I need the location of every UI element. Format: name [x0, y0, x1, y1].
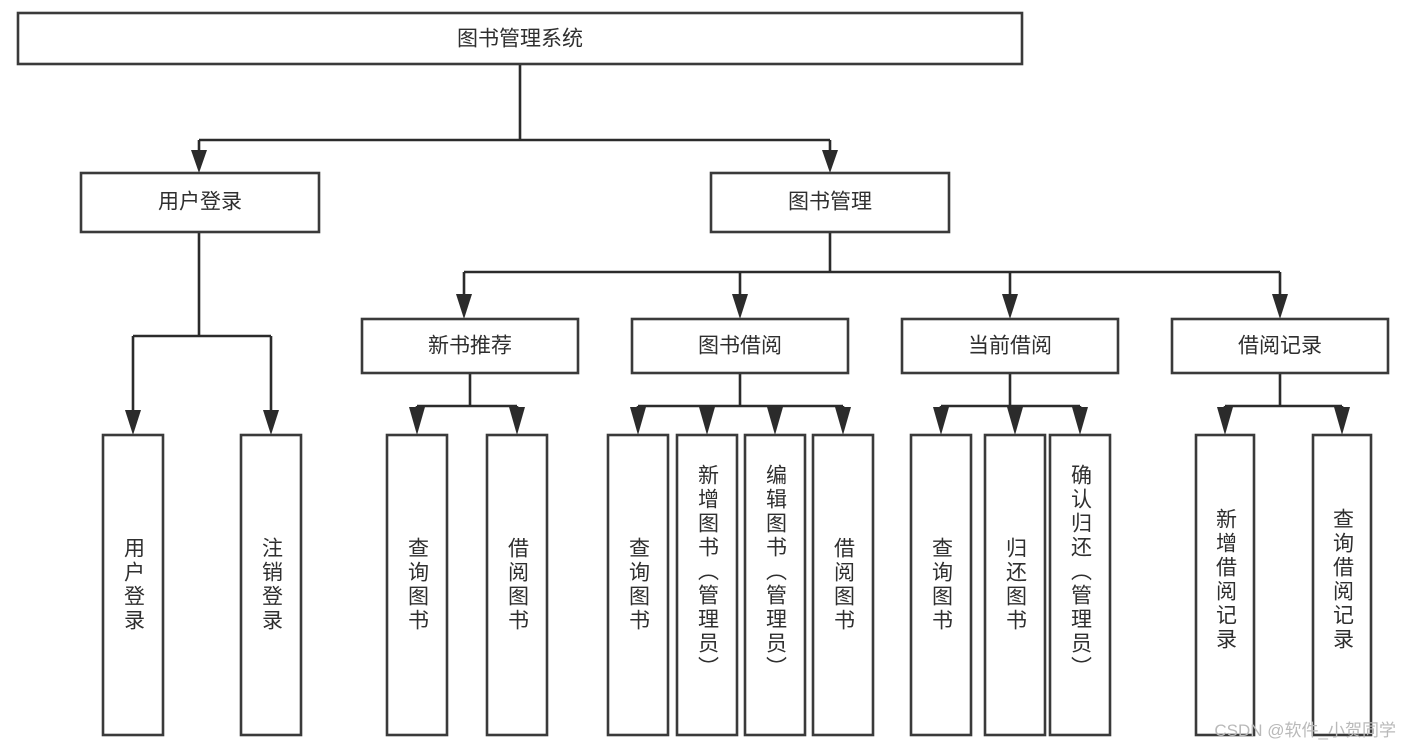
node-leaf-borrow-book-recommend-box[interactable]	[485, 433, 549, 737]
node-leaf-borrow-book-label: 借阅图书	[832, 537, 856, 633]
node-current-borrow[interactable]: 当前借阅	[900, 317, 1120, 375]
node-book-borrow[interactable]: 图书借阅	[630, 317, 850, 375]
arrow-head-current-borrow	[1002, 294, 1018, 319]
node-leaf-query-book-current[interactable]: 查询图书	[909, 433, 973, 737]
node-leaf-user-login-label: 用户登录	[122, 537, 146, 633]
arrow-head-leaf-borrow-book	[835, 407, 851, 435]
arrow-head-leaf-query-book-borrow	[630, 407, 646, 435]
connector-layer	[125, 64, 1350, 435]
node-leaf-borrow-book-box[interactable]	[811, 433, 875, 737]
node-leaf-query-borrow-record-label: 查询借阅记录	[1331, 508, 1355, 652]
node-leaf-query-book-borrow-box[interactable]	[606, 433, 670, 737]
node-leaf-query-book-recommend[interactable]: 查询图书	[385, 433, 449, 737]
node-leaf-add-book[interactable]: 新增图书（管理员）	[675, 433, 739, 737]
node-new-book-recommend-label: 新书推荐	[428, 335, 512, 358]
node-root-box[interactable]	[16, 11, 1024, 66]
node-leaf-return-book[interactable]: 归还图书	[983, 433, 1047, 737]
node-root-label: 图书管理系统	[457, 28, 583, 51]
node-leaf-edit-book[interactable]: 编辑图书（管理员）	[743, 433, 807, 737]
node-leaf-confirm-return-box[interactable]	[1048, 433, 1112, 737]
arrow-head-leaf-edit-book	[767, 407, 783, 435]
node-leaf-user-login-box[interactable]	[101, 433, 165, 737]
node-leaf-add-borrow-record[interactable]: 新增借阅记录	[1194, 433, 1256, 737]
arrow-head-leaf-user-login	[125, 410, 141, 435]
node-leaf-query-borrow-record-box[interactable]	[1311, 433, 1373, 737]
node-book-management-label: 图书管理	[788, 191, 872, 214]
arrow-head-leaf-return-book	[1007, 407, 1023, 435]
node-leaf-confirm-return[interactable]: 确认归还（管理员）	[1048, 433, 1112, 737]
node-book-borrow-label: 图书借阅	[698, 335, 782, 358]
node-leaf-query-borrow-record[interactable]: 查询借阅记录	[1311, 433, 1373, 737]
csdn-watermark: CSDN @软件_小贺同学	[1214, 721, 1396, 740]
node-leaf-add-borrow-record-label: 新增借阅记录	[1214, 508, 1238, 652]
node-leaf-query-book-current-box[interactable]	[909, 433, 973, 737]
arrow-head-user-login	[191, 150, 207, 173]
node-leaf-query-book-recommend-label: 查询图书	[406, 537, 430, 633]
node-new-book-recommend-box[interactable]	[360, 317, 580, 375]
node-leaf-confirm-return-label: 确认归还（管理员）	[1069, 464, 1093, 680]
arrow-head-leaf-query-borrow-record	[1334, 407, 1350, 435]
node-leaf-add-book-label: 新增图书（管理员）	[696, 464, 720, 680]
node-root[interactable]: 图书管理系统	[16, 11, 1024, 66]
node-leaf-query-book-recommend-box[interactable]	[385, 433, 449, 737]
node-leaf-borrow-book[interactable]: 借阅图书	[811, 433, 875, 737]
node-leaf-return-book-box[interactable]	[983, 433, 1047, 737]
arrow-head-leaf-query-book-current	[933, 407, 949, 435]
arrow-head-leaf-borrow-book-recommend	[509, 407, 525, 435]
node-new-book-recommend[interactable]: 新书推荐	[360, 317, 580, 375]
node-book-management-box[interactable]	[709, 171, 951, 234]
node-leaf-query-book-borrow[interactable]: 查询图书	[606, 433, 670, 737]
node-leaf-edit-book-box[interactable]	[743, 433, 807, 737]
node-borrow-record[interactable]: 借阅记录	[1170, 317, 1390, 375]
node-current-borrow-box[interactable]	[900, 317, 1120, 375]
arrow-head-borrow-record	[1272, 294, 1288, 319]
node-borrow-record-box[interactable]	[1170, 317, 1390, 375]
node-leaf-add-book-box[interactable]	[675, 433, 739, 737]
node-user-login-box[interactable]	[79, 171, 321, 234]
node-current-borrow-label: 当前借阅	[968, 335, 1052, 358]
node-leaf-logout-login[interactable]: 注销登录	[239, 433, 303, 737]
node-user-login[interactable]: 用户登录	[79, 171, 321, 234]
node-user-login-label: 用户登录	[158, 191, 242, 214]
arrow-head-book-borrow	[732, 294, 748, 319]
arrow-head-leaf-logout-login	[263, 410, 279, 435]
node-leaf-return-book-label: 归还图书	[1004, 537, 1028, 633]
node-book-borrow-box[interactable]	[630, 317, 850, 375]
arrow-head-book-management	[822, 150, 838, 173]
arrow-head-leaf-add-borrow-record	[1217, 407, 1233, 435]
node-leaf-logout-login-label: 注销登录	[260, 537, 284, 633]
node-leaf-logout-login-box[interactable]	[239, 433, 303, 737]
node-leaf-user-login[interactable]: 用户登录	[101, 433, 165, 737]
arrow-head-new-book-recommend	[456, 294, 472, 319]
node-leaf-query-book-borrow-label: 查询图书	[627, 537, 651, 633]
arrow-head-leaf-add-book	[699, 407, 715, 435]
node-book-management[interactable]: 图书管理	[709, 171, 951, 234]
node-borrow-record-label: 借阅记录	[1238, 335, 1322, 358]
arrow-head-leaf-query-book-recommend	[409, 407, 425, 435]
arrow-head-leaf-confirm-return	[1072, 407, 1088, 435]
node-leaf-borrow-book-recommend[interactable]: 借阅图书	[485, 433, 549, 737]
node-leaf-query-book-current-label: 查询图书	[930, 537, 954, 633]
node-leaf-edit-book-label: 编辑图书（管理员）	[764, 464, 788, 680]
node-leaf-add-borrow-record-box[interactable]	[1194, 433, 1256, 737]
node-leaf-borrow-book-recommend-label: 借阅图书	[506, 537, 530, 633]
